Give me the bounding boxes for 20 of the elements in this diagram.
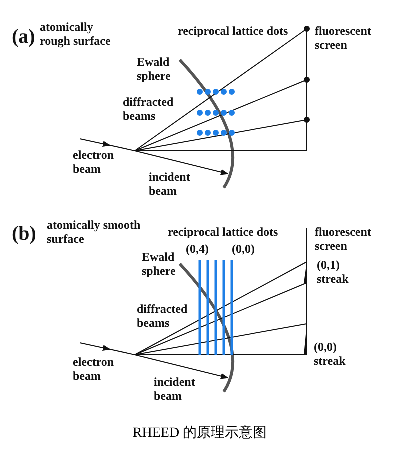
- lattice-label: reciprocal lattice dots: [178, 24, 288, 38]
- streak-label: (0,1) streak: [317, 258, 350, 286]
- beam-label: incident beam: [149, 170, 192, 198]
- beams-label: diffracted beams: [123, 95, 175, 123]
- beam-label: incident beam: [154, 375, 196, 403]
- lattice-label: reciprocal lattice dots: [168, 225, 278, 239]
- screen-label: fluorescent screen: [315, 24, 372, 52]
- index-label: (0,4): [186, 242, 209, 256]
- panel-label: (a): [12, 26, 36, 48]
- beams-label: diffracted beams: [137, 302, 189, 330]
- beam-label: electron beam: [73, 355, 116, 383]
- streak-label: (0,0) streak: [314, 340, 347, 368]
- surface-label: atomically smooth surface: [47, 218, 142, 246]
- surface-label: atomically rough surface: [40, 20, 112, 48]
- sphere-label: Ewald sphere: [137, 55, 172, 83]
- panel-label: (b): [12, 223, 36, 245]
- index-label: (0,0): [232, 242, 255, 256]
- caption-text: RHEED 的原理示意图: [132, 424, 268, 442]
- screen-label: fluorescent screen: [315, 225, 372, 253]
- beam-label: electron beam: [73, 148, 116, 176]
